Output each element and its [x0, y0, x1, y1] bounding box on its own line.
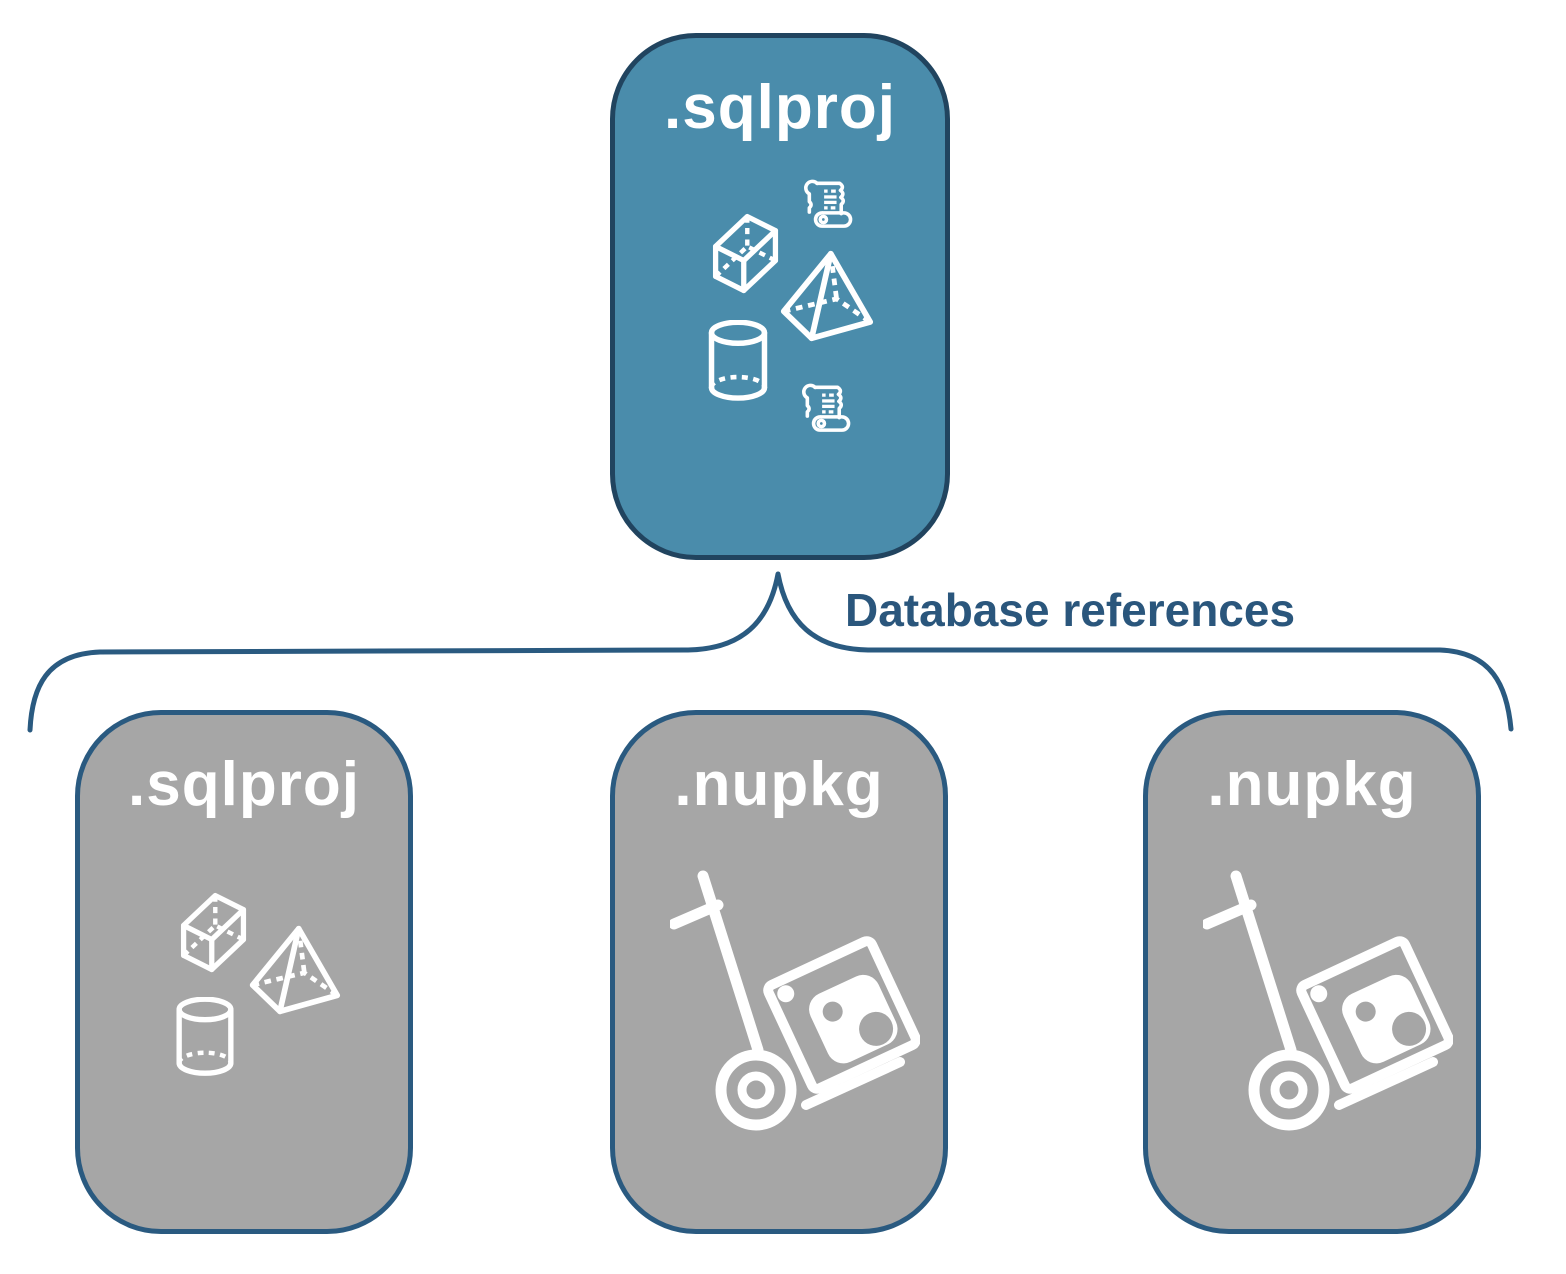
card-title: .sqlproj	[128, 750, 360, 819]
card-child-nupkg-1: .nupkg	[610, 710, 948, 1234]
card-title: .sqlproj	[664, 73, 896, 142]
card-title: .nupkg	[674, 750, 884, 819]
card-child-sqlproj: .sqlproj	[75, 710, 413, 1234]
nuget-handtruck-icon	[1203, 860, 1453, 1150]
scroll-icon	[798, 378, 854, 434]
scroll-icon	[800, 174, 856, 230]
cylinder-icon	[172, 997, 238, 1079]
connector-label: Database references	[845, 584, 1296, 636]
card-child-nupkg-2: .nupkg	[1143, 710, 1481, 1234]
pyramid-icon	[242, 923, 346, 1017]
card-title: .nupkg	[1207, 750, 1417, 819]
cube-icon	[166, 883, 254, 975]
pyramid-icon	[773, 248, 879, 344]
nuget-handtruck-icon	[670, 860, 920, 1150]
card-root-sqlproj: .sqlproj	[610, 33, 950, 560]
cylinder-icon	[705, 320, 771, 404]
